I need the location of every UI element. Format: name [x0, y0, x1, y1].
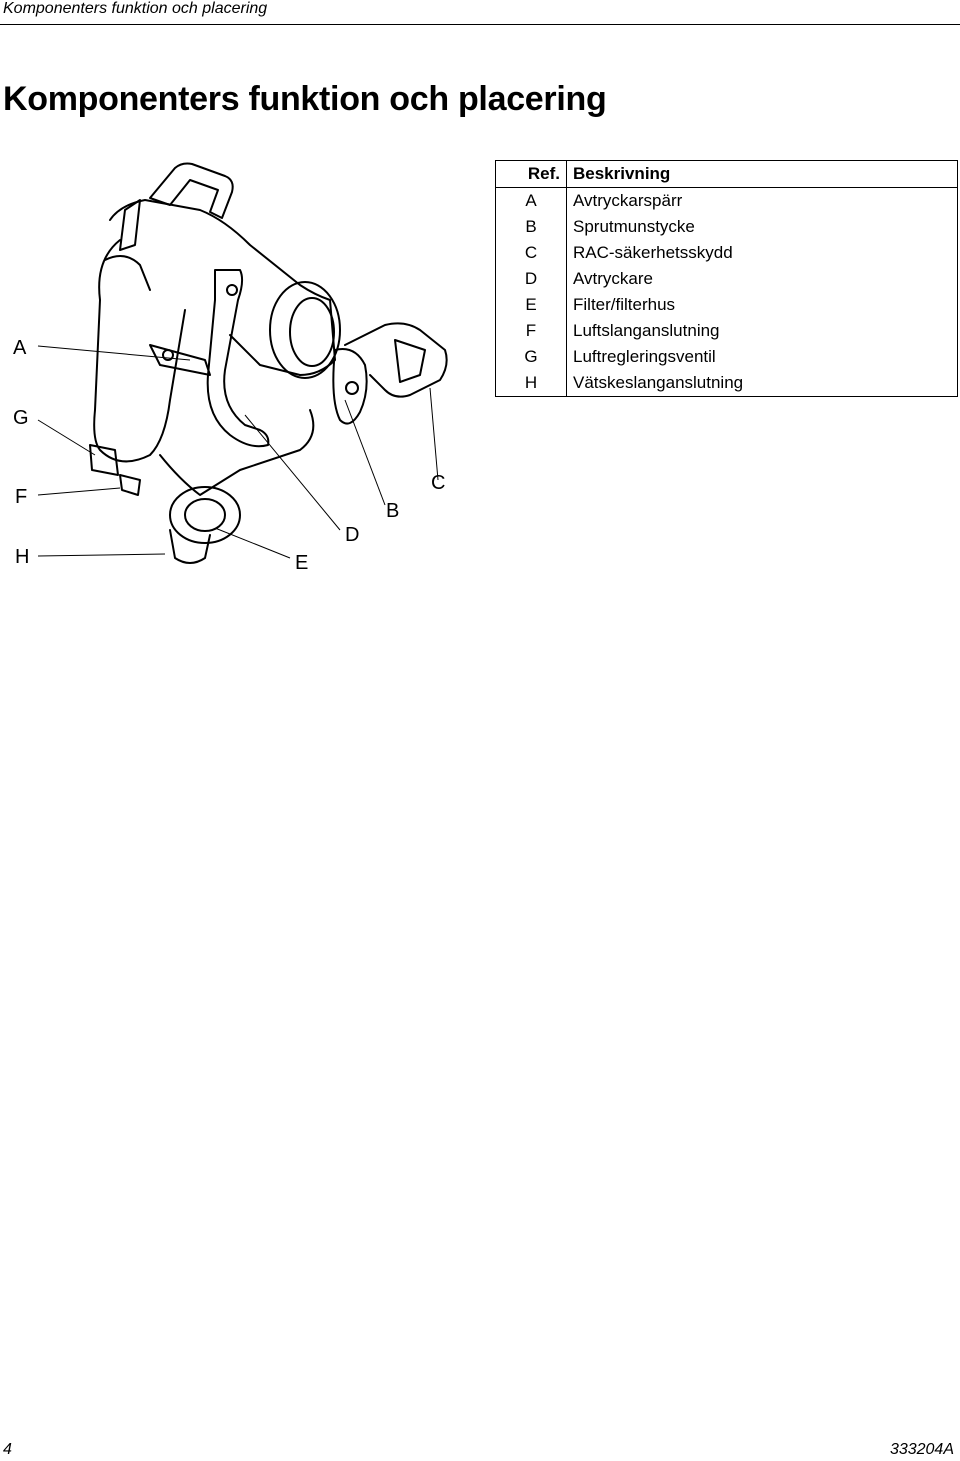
- leader-f: [37, 487, 121, 496]
- ref-cell: F: [495, 318, 567, 344]
- table-row: H Vätskeslanganslutning: [495, 370, 958, 397]
- ref-cell: H: [495, 370, 567, 397]
- running-header: Komponenters funktion och placering: [3, 0, 268, 17]
- description-cell: Avtryckare: [566, 266, 958, 292]
- callout-h: H: [15, 546, 30, 568]
- component-reference-table: Ref. Beskrivning A Avtryckarspärr B Spru…: [495, 160, 958, 397]
- page-number: 4: [3, 1441, 12, 1458]
- ref-cell: E: [495, 292, 567, 318]
- spray-tip: [332, 348, 368, 425]
- document-number: 333204A: [889, 1441, 954, 1458]
- trigger-lock: [149, 344, 211, 376]
- table-row: B Sprutmunstycke: [495, 214, 958, 240]
- callout-d: D: [345, 524, 360, 546]
- ref-cell: C: [495, 240, 567, 266]
- trigger: [206, 269, 270, 448]
- description-cell: Vätskeslanganslutning: [566, 370, 958, 397]
- callout-b: B: [386, 500, 400, 522]
- description-cell: Luftslanganslutning: [566, 318, 958, 344]
- description-cell: Avtryckarspärr: [566, 187, 958, 214]
- rac-guard: [344, 322, 448, 398]
- leader-b: [344, 399, 386, 506]
- table-row: D Avtryckare: [495, 266, 958, 292]
- ref-column-header: Ref.: [495, 160, 567, 188]
- air-connector: [119, 474, 141, 496]
- gun-handle: [93, 239, 186, 463]
- description-column-header: Beskrivning: [566, 160, 958, 188]
- leader-a: [37, 345, 191, 361]
- leader-d: [244, 414, 341, 531]
- leader-h: [37, 553, 166, 557]
- leader-e: [214, 527, 291, 559]
- description-cell: RAC-säkerhetsskydd: [566, 240, 958, 266]
- description-cell: Luftregleringsventil: [566, 344, 958, 370]
- ref-cell: G: [495, 344, 567, 370]
- leader-g: [37, 419, 96, 456]
- callout-g: G: [13, 407, 29, 429]
- table-row: A Avtryckarspärr: [495, 187, 958, 214]
- description-cell: Filter/filterhus: [566, 292, 958, 318]
- table-row: F Luftslanganslutning: [495, 318, 958, 344]
- air-regulator-knob: [89, 444, 119, 476]
- filter-tube: [159, 409, 315, 496]
- leader-c: [429, 387, 439, 481]
- filter-housing: [169, 486, 241, 544]
- callout-f: F: [15, 486, 28, 508]
- description-cell: Sprutmunstycke: [566, 214, 958, 240]
- table-row: E Filter/filterhus: [495, 292, 958, 318]
- table-header-row: Ref. Beskrivning: [495, 160, 958, 188]
- page-title: Komponenters funktion och placering: [3, 80, 607, 118]
- gun-body: [109, 199, 336, 376]
- callout-e: E: [295, 552, 309, 574]
- table-row: C RAC-säkerhetsskydd: [495, 240, 958, 266]
- callout-a: A: [13, 337, 27, 359]
- front-housing: [269, 281, 341, 379]
- ref-cell: D: [495, 266, 567, 292]
- fluid-connector: [169, 529, 211, 564]
- ref-cell: B: [495, 214, 567, 240]
- ref-cell: A: [495, 187, 567, 214]
- callout-c: C: [431, 472, 446, 494]
- gun-hook: [149, 162, 234, 219]
- spray-gun-figure: A G F H E D B C: [0, 150, 480, 590]
- spray-gun-illustration: [37, 162, 448, 564]
- table-row: G Luftregleringsventil: [495, 344, 958, 370]
- header-divider: [0, 24, 960, 25]
